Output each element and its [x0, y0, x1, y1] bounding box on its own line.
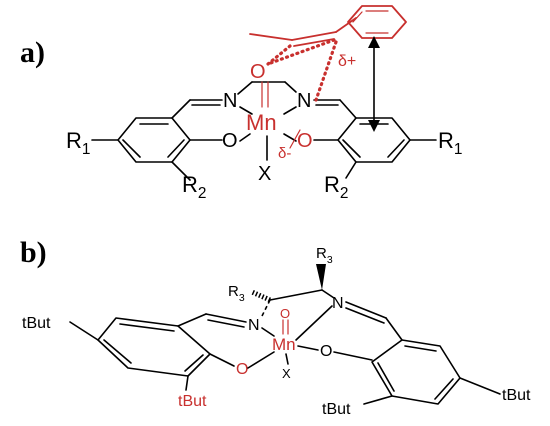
- panel-a: a) R1 R2 N O Mn X: [20, 5, 462, 202]
- oxygen-charge-bond: [289, 129, 301, 149]
- phenyl-ring: [347, 5, 407, 39]
- n-right-atom-b: N: [332, 295, 344, 312]
- left-aromatic-ring-b: [97, 317, 211, 377]
- alkene-double-bond-b: [293, 38, 335, 47]
- alkene-methyl-bond: [249, 33, 293, 41]
- alkene-substrate: δ+ δ-: [249, 5, 407, 162]
- phenolate-bond-left-b: [209, 353, 235, 367]
- alkene-double-bond-a: [291, 31, 337, 41]
- imine-bond-right-b: [345, 301, 387, 319]
- delta-minus-label: δ-: [278, 145, 291, 162]
- n-left-atom: N: [223, 90, 237, 112]
- tbut-bottom-left-label: tBut: [178, 393, 207, 410]
- mn-x-bond-b: [285, 353, 289, 365]
- tbut-right-bond: [459, 377, 501, 395]
- tbut-left-bond: [69, 321, 99, 341]
- backbone-right: [321, 289, 335, 299]
- r2-left-label: R2: [182, 172, 206, 202]
- alkene-phenyl-bond: [335, 17, 357, 33]
- r3-upper-wedge: [316, 264, 326, 290]
- imine-carbon-bond-right: [339, 99, 357, 119]
- tbut-bottom-left-bond: [185, 375, 189, 391]
- arrow-head-down: [368, 120, 380, 132]
- r2-left-bond: [171, 161, 191, 181]
- o-left-atom: O: [222, 130, 238, 152]
- transition-bond-c-o-2: [266, 38, 336, 66]
- panel-b-label: b): [20, 236, 47, 269]
- panel-b: b) tBut tBut N O R3 R3 Mn: [20, 236, 531, 418]
- o-right-atom-b: O: [320, 343, 332, 360]
- backbone-left: [261, 299, 271, 317]
- tbut-right-label: tBut: [502, 387, 531, 404]
- backbone-middle: [269, 289, 323, 301]
- n-mn-bond-right-b: [295, 305, 333, 341]
- x-ligand: X: [258, 163, 271, 185]
- n-mn-bond-right: [283, 106, 297, 115]
- r2-right-label: R2: [324, 172, 348, 202]
- bridge-left: [237, 81, 253, 95]
- o-mn-bond-left: [239, 133, 251, 142]
- r1-left-label: R1: [66, 128, 90, 158]
- right-ring-b: [371, 339, 461, 405]
- panel-a-label: a): [20, 36, 45, 69]
- n-right-atom: N: [297, 90, 311, 112]
- o-mn-bond-right-b: [297, 345, 319, 351]
- o-right-atom: O: [297, 130, 313, 152]
- imine-carbon-bond-left-b: [177, 313, 207, 327]
- r3-lower-hash: [250, 289, 272, 303]
- tbut-left-label: tBut: [22, 315, 51, 332]
- o-left-atom-b: O: [236, 361, 248, 378]
- n-mn-bond-left-b: [261, 327, 275, 337]
- arrow-head-up: [368, 36, 380, 48]
- left-aromatic-ring: [117, 117, 191, 163]
- n-mn-bond-left: [239, 106, 253, 115]
- tbut-bottom-right-bond: [363, 395, 393, 405]
- o-mn-bond-left-b: [247, 351, 275, 369]
- imine-carbon-bond-right-b: [385, 317, 403, 341]
- tbut-bottom-right-label: tBut: [322, 401, 351, 418]
- n-left-atom-b: N: [248, 317, 260, 334]
- r2-right-bond: [345, 161, 357, 179]
- delta-plus-label: δ+: [338, 53, 356, 70]
- r3-upper-label: R3: [316, 245, 333, 266]
- imine-carbon-bond-left: [171, 99, 191, 119]
- r1-right-label: R1: [438, 128, 462, 158]
- oxo-atom-b: O: [280, 306, 290, 321]
- r3-lower-label: R3: [228, 283, 245, 304]
- transition-bond-c-n: [314, 40, 338, 102]
- mn-atom-b: Mn: [272, 335, 296, 354]
- oxo-atom: O: [250, 61, 266, 83]
- bridge-right: [284, 81, 297, 93]
- phenolate-bond-right-b: [333, 351, 373, 361]
- x-ligand-b: X: [282, 366, 291, 381]
- right-aromatic-ring-b: [371, 339, 461, 405]
